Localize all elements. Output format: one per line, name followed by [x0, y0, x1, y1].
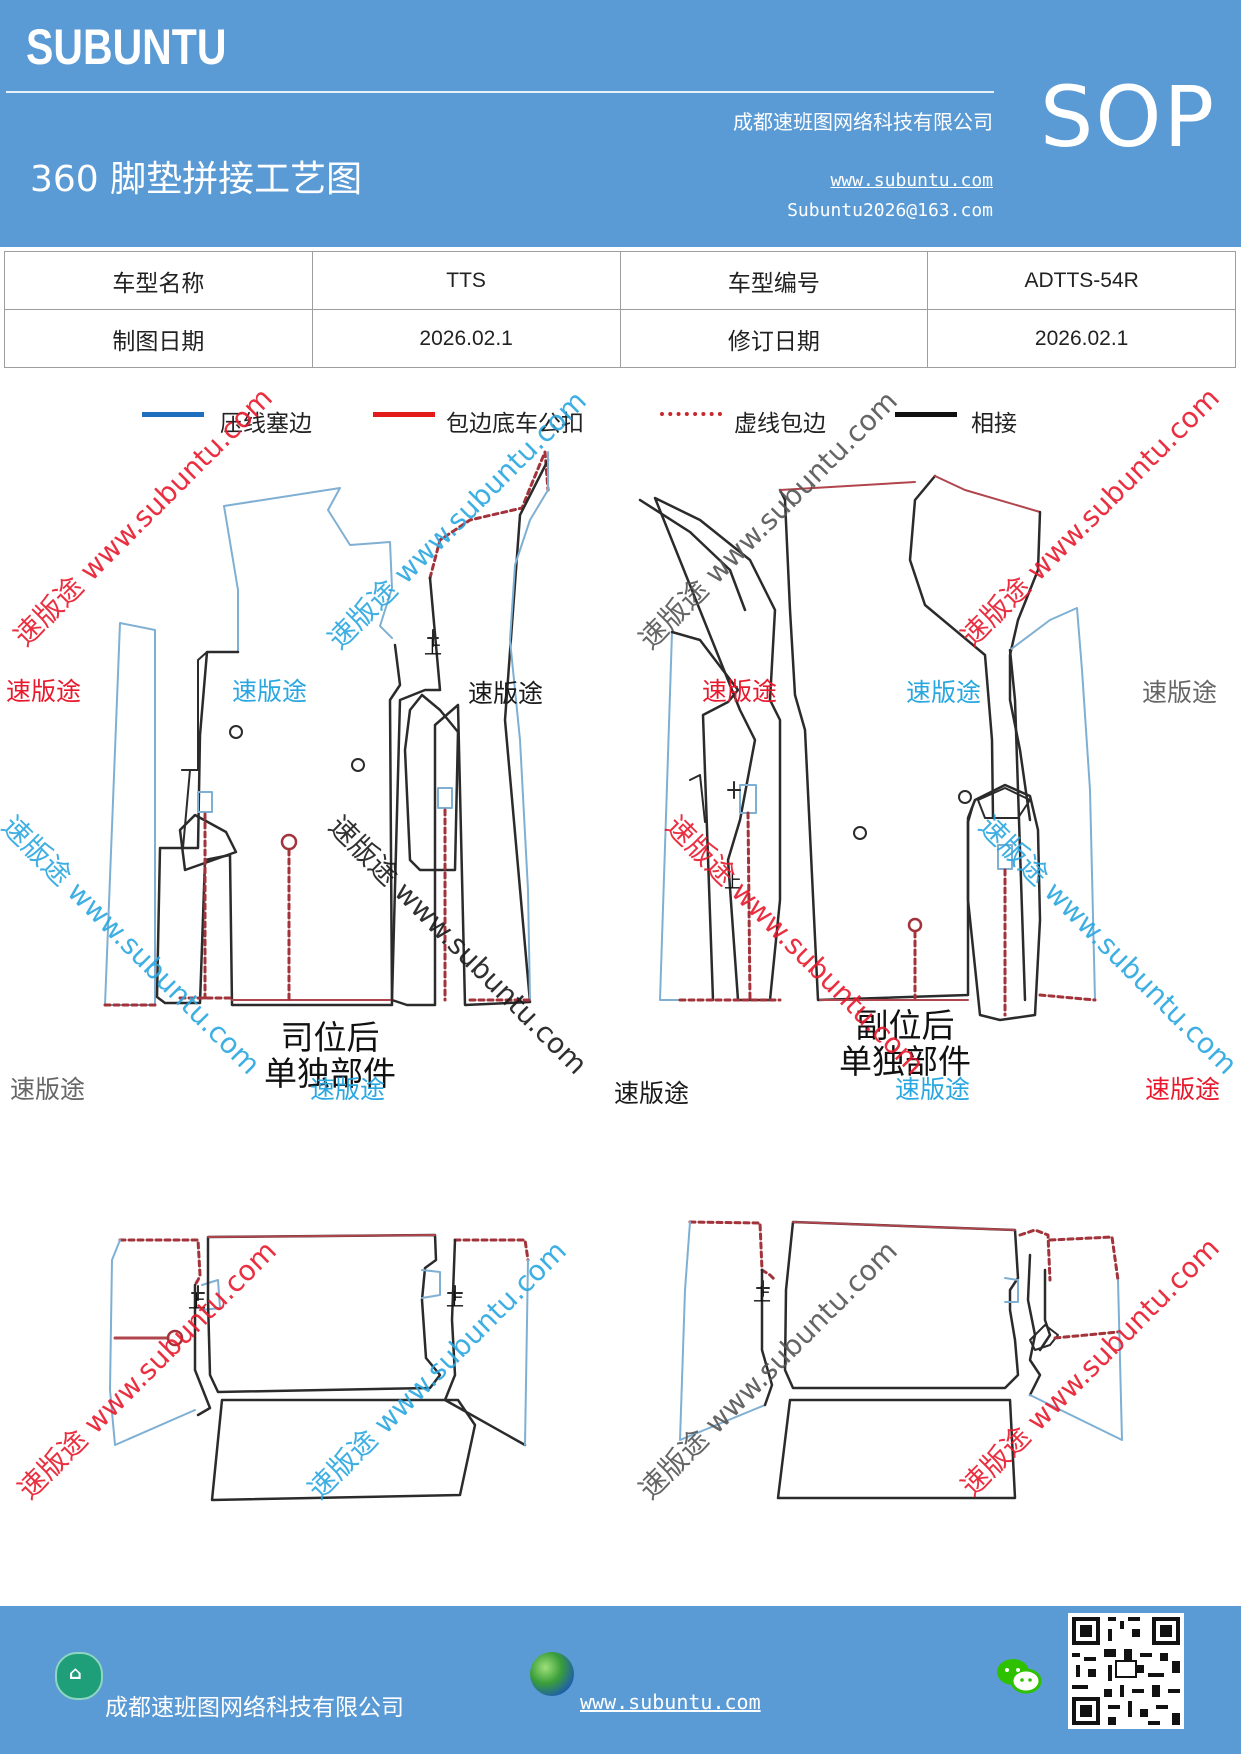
legend-swatch [895, 412, 957, 417]
legend-label: 虚线包边 [734, 411, 826, 437]
watermark: 速版途 [614, 1079, 690, 1108]
table-cell-label: 修订日期 [619, 309, 929, 368]
watermark: 速版途 [906, 678, 982, 707]
table-row: 制图日期 2026.02.1 修订日期 2026.02.1 [4, 309, 1236, 368]
wechat-icon[interactable] [996, 1656, 1042, 1696]
up-marker: 上 [724, 872, 742, 893]
vehicle-info-table: 车型名称 TTS 车型编号 ADTTS-54R 制图日期 2026.02.1 修… [4, 251, 1236, 368]
watermark: 速版途 [895, 1075, 971, 1104]
table-cell-label: 制图日期 [4, 309, 313, 368]
driver-rear-mat [109, 1233, 530, 1502]
header-email: Subuntu2026@163.com [787, 200, 993, 221]
up-marker: 上 [424, 638, 442, 659]
up-marker: 上 [753, 1285, 771, 1306]
passenger-front-mat [638, 474, 1097, 1022]
footer-company: 成都速班图网络科技有限公司 [105, 1695, 404, 1721]
legend-swatch [373, 412, 435, 417]
doc-type-badge: SOP [1040, 68, 1217, 166]
table-cell-value: 2026.02.1 [311, 309, 621, 368]
watermark: 速版途 [1142, 678, 1218, 707]
header-divider [6, 91, 994, 93]
header-band: SUBUNTU 成都速班图网络科技有限公司 SOP 360 脚垫拼接工艺图 ww… [0, 0, 1241, 247]
footer-band: ⌂ 成都速班图网络科技有限公司 www.subuntu.com [0, 1606, 1241, 1754]
table-cell-label: 车型名称 [4, 251, 313, 310]
brand-logo: SUBUNTU [26, 19, 227, 75]
table-cell-label: 车型编号 [619, 251, 929, 310]
driver-front-mat [103, 450, 550, 1007]
header-company: 成都速班图网络科技有限公司 [733, 110, 993, 134]
table-cell-value: TTS [311, 251, 621, 310]
watermark: 速版途 [702, 677, 778, 706]
legend-swatch [660, 412, 722, 416]
driver-rear-label-line1: 司位后 [280, 1018, 380, 1057]
table-cell-value: 2026.02.1 [927, 309, 1236, 368]
footer-website-link[interactable]: www.subuntu.com [580, 1690, 761, 1714]
header-website-link[interactable]: www.subuntu.com [830, 170, 993, 191]
table-cell-value: ADTTS-54R [927, 251, 1236, 310]
up-marker: 上 [188, 1292, 206, 1313]
passenger-rear-mat [679, 1220, 1123, 1500]
watermark: 速版途 [468, 679, 544, 708]
passenger-rear-label: 副位后 单独部件 [815, 1008, 995, 1080]
passenger-rear-label-line1: 副位后 [855, 1006, 955, 1045]
qr-code [1068, 1613, 1184, 1729]
home-icon: ⌂ [55, 1652, 103, 1700]
legend-swatch [142, 412, 204, 417]
mat-pattern-drawing [103, 450, 1123, 1502]
passenger-rear-label-line2: 单独部件 [839, 1042, 971, 1081]
table-row: 车型名称 TTS 车型编号 ADTTS-54R [4, 251, 1236, 310]
driver-rear-label-line2: 单独部件 [264, 1054, 396, 1093]
globe-icon [530, 1652, 574, 1696]
legend-label: 压线塞边 [220, 411, 312, 437]
watermark: 速版途 [1145, 1075, 1221, 1104]
mat-diagram-area: 上 上 上 上 上 司位后 单独部件 副位后 单独部件 速版途 速版途 速版途 … [0, 381, 1241, 1605]
legend: 压线塞边 包边底车公扣 虚线包边 相接 [0, 404, 1241, 440]
driver-rear-label: 司位后 单独部件 [240, 1020, 420, 1092]
watermark: 速版途 [232, 677, 308, 706]
watermark: 速版途 [310, 1075, 386, 1104]
watermark: 速版途 [10, 1075, 86, 1104]
watermark: 速版途 [6, 677, 82, 706]
page-title: 360 脚垫拼接工艺图 [30, 159, 363, 200]
legend-label: 相接 [971, 411, 1017, 437]
up-marker: 上 [446, 1290, 464, 1311]
legend-label: 包边底车公扣 [446, 411, 584, 437]
